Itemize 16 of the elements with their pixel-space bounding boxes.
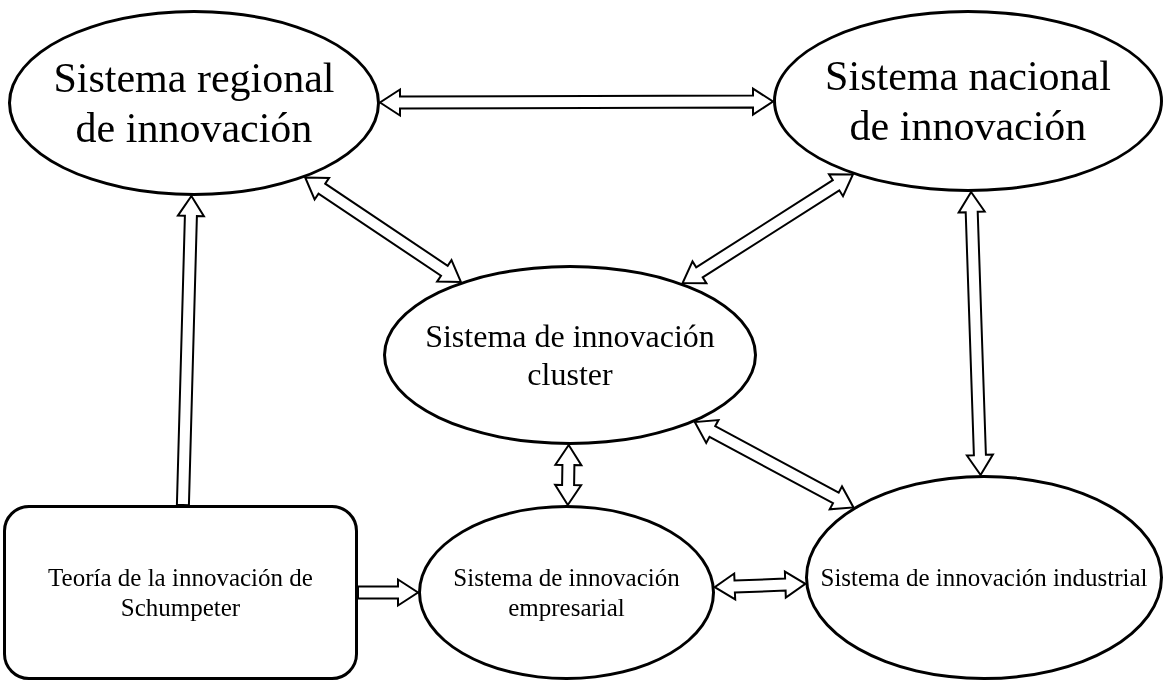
double-arrow [956, 190, 995, 477]
node-label: Sistema de innovación industrial [819, 562, 1149, 593]
double-arrow [712, 569, 808, 602]
node-label: Sistema nacional de innovación [824, 51, 1112, 151]
rounded-box [3, 505, 358, 680]
arrow [175, 194, 206, 507]
node-label: Sistema de innovación cluster [424, 316, 716, 394]
double-arrow [303, 176, 463, 283]
double-arrow [693, 418, 856, 511]
node-label: Sistema regional de innovación [52, 53, 336, 153]
node-label: Teoría de la innovación de Schumpeter [47, 562, 314, 623]
arrow [357, 577, 420, 608]
double-arrow [553, 443, 584, 507]
node-label: Sistema de innovación empresarial [452, 562, 681, 623]
double-arrow [378, 86, 775, 118]
double-arrow [681, 173, 855, 285]
